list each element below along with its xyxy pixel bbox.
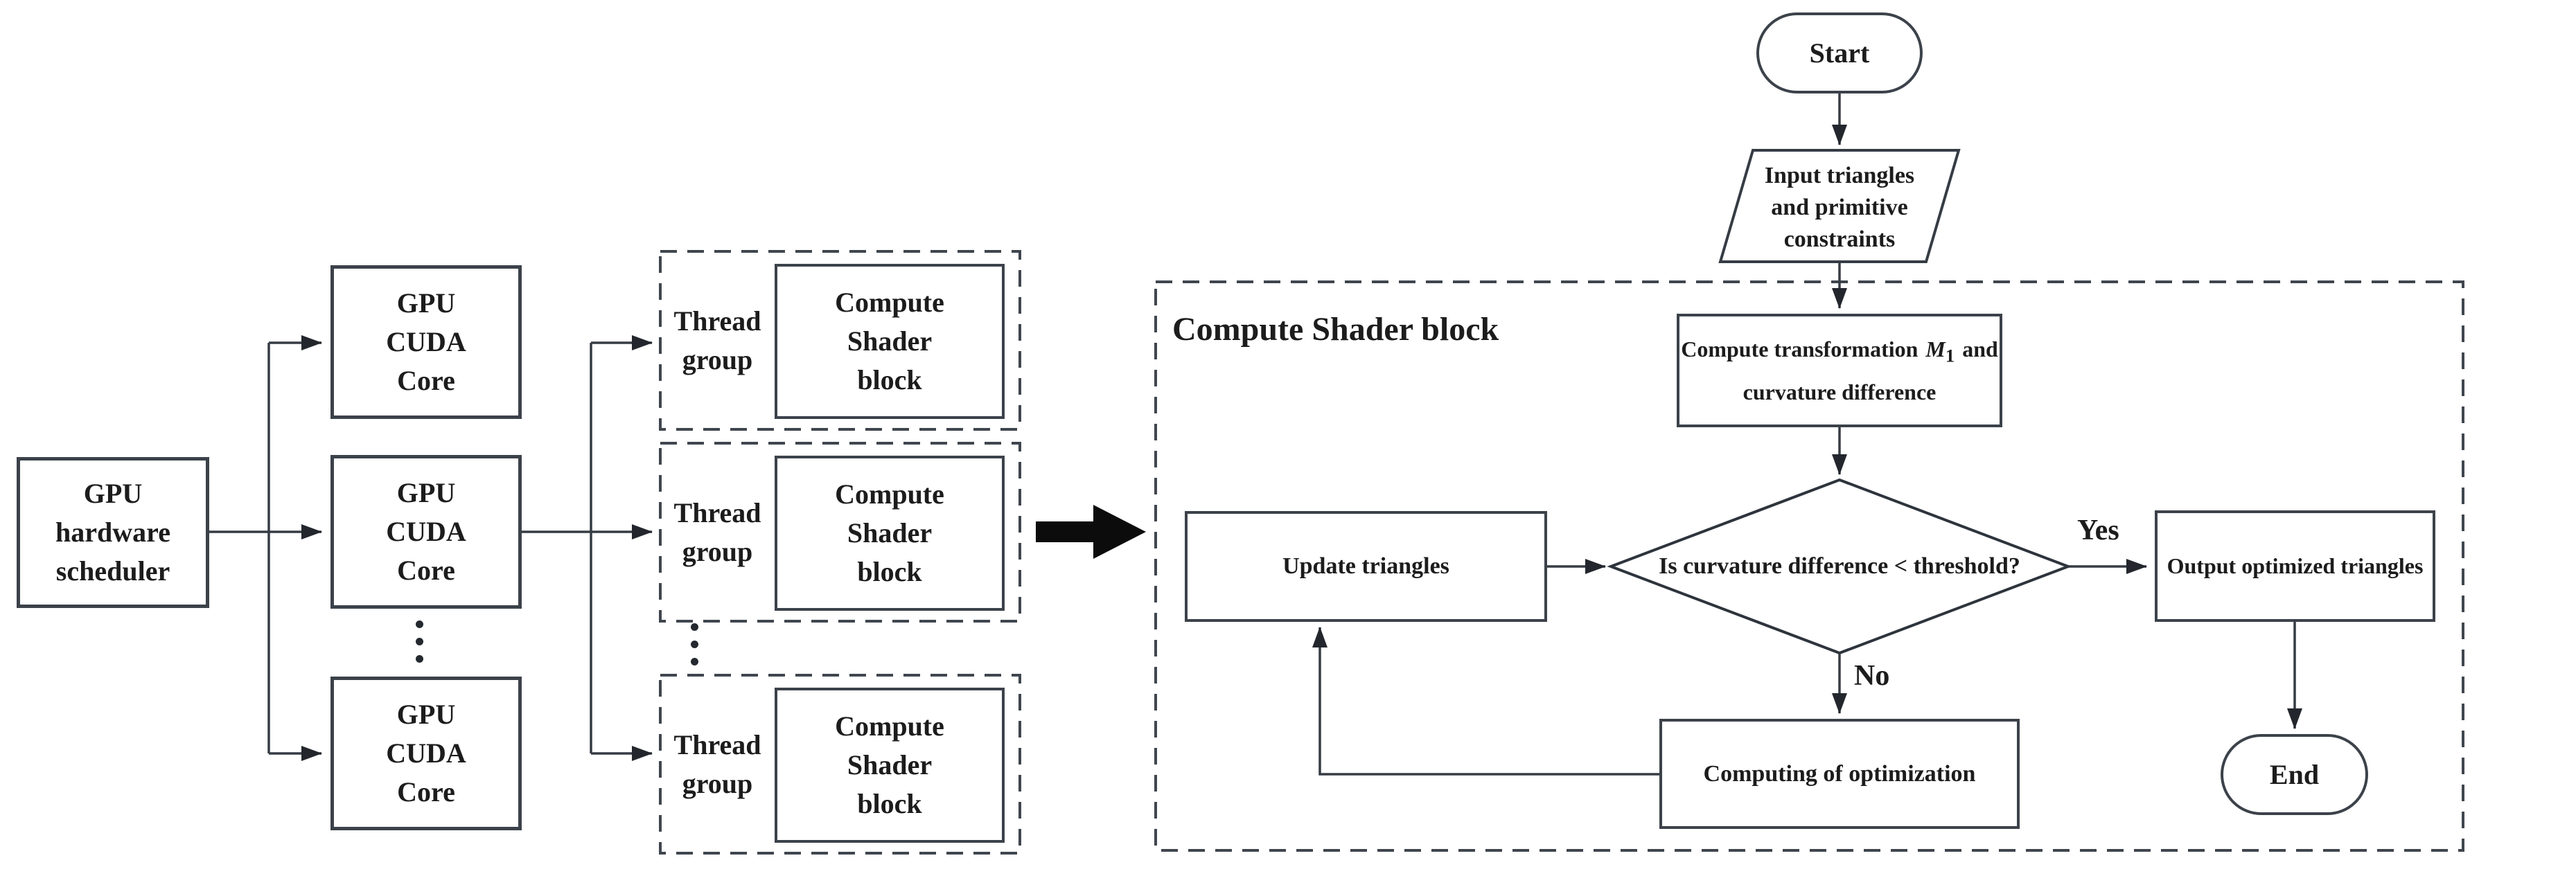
cuda-vertical-ellipsis-icon <box>416 620 423 663</box>
cuda-core-line: Core <box>397 776 455 807</box>
thread-group-label: Thread group <box>660 443 775 621</box>
no-branch-label: No <box>1854 660 1890 692</box>
math-var-m-subscript: 1 <box>1945 345 1955 366</box>
gpu-cuda-core-box-1: GPU CUDA Core <box>330 265 522 419</box>
input-line: constraints <box>1783 226 1896 252</box>
thread-group-3: Thread group Compute Shader block <box>660 675 1020 853</box>
gpu-cuda-core-box-3: GPU CUDA Core <box>330 677 522 830</box>
thread-group-line: group <box>682 767 753 799</box>
scheduler-line: GPU <box>83 478 143 509</box>
thread-group-line: group <box>682 343 753 375</box>
cuda-core-line: CUDA <box>386 516 466 547</box>
shader-block-line: Shader <box>847 517 933 548</box>
big-transition-arrow-icon <box>1036 505 1146 559</box>
shader-block-line: Compute <box>835 287 944 318</box>
update-triangles-box: Update triangles <box>1185 511 1547 622</box>
compute-line1-pre: Compute transformation <box>1681 337 1918 362</box>
cuda-core-line: CUDA <box>386 738 466 769</box>
start-node: Start <box>1756 12 1923 93</box>
cuda-core-line: CUDA <box>386 326 466 357</box>
cuda-core-line: GPU <box>396 699 456 730</box>
math-var-m: M <box>1925 337 1946 362</box>
end-node: End <box>2221 734 2368 815</box>
computing-of-optimization-box: Computing of optimization <box>1659 719 2020 829</box>
input-line: Input triangles <box>1764 163 1915 188</box>
compute-shader-container-label: Compute Shader block <box>1172 311 1499 348</box>
decision-question-text: Is curvature difference < threshold? <box>1659 553 2020 579</box>
update-triangles-label: Update triangles <box>1282 553 1449 579</box>
thread-group-line: group <box>682 535 753 567</box>
thread-group-line: Thread <box>673 728 761 760</box>
cuda-core-line: GPU <box>396 287 456 319</box>
thread-group-1: Thread group Compute Shader block <box>660 251 1020 429</box>
shader-block-line: block <box>857 788 922 819</box>
connector-computing-to-update-feedback <box>1312 627 1659 776</box>
shader-block-line: block <box>857 364 922 395</box>
gpu-hardware-scheduler-box: GPU hardware scheduler <box>17 457 209 608</box>
gpu-cuda-core-box-2: GPU CUDA Core <box>330 455 522 609</box>
thread-group-line: Thread <box>673 497 761 528</box>
input-line: and primitive <box>1771 195 1908 220</box>
compute-line1-post: and <box>1962 337 1998 362</box>
shader-block-line: block <box>857 556 922 587</box>
scheduler-line: scheduler <box>55 555 170 587</box>
compute-shader-block-box-2: Compute Shader block <box>775 456 1005 611</box>
compute-transformation-line2: curvature difference <box>1743 379 1937 404</box>
output-optimized-triangles-box: Output optimized triangles <box>2155 510 2435 622</box>
compute-transformation-line1: Compute transformation M1 and <box>1681 331 1998 373</box>
thread-group-label: Thread group <box>660 251 775 429</box>
output-optimized-label: Output optimized triangles <box>2167 553 2424 578</box>
input-node-text: Input triangles and primitive constraint… <box>1725 156 1954 260</box>
thread-group-line: Thread <box>673 305 761 337</box>
shader-block-line: Shader <box>847 325 933 357</box>
compute-transformation-box: Compute transformation M1 and curvature di… <box>1677 314 2002 427</box>
start-label: Start <box>1809 37 1870 69</box>
end-label: End <box>2269 759 2320 790</box>
cuda-core-line: Core <box>397 555 455 586</box>
cuda-core-line: GPU <box>396 477 456 508</box>
yes-branch-label: Yes <box>2077 515 2119 546</box>
compute-shader-block-box-1: Compute Shader block <box>775 264 1005 419</box>
thread-group-label: Thread group <box>660 675 775 853</box>
computing-optimization-label: Computing of optimization <box>1703 760 1976 787</box>
scheduler-line: hardware <box>55 517 170 548</box>
shader-block-line: Compute <box>835 710 944 742</box>
cuda-core-line: Core <box>397 365 455 396</box>
shader-block-line: Shader <box>847 749 933 780</box>
threadgroup-vertical-ellipsis-icon <box>691 623 698 665</box>
compute-shader-block-box-3: Compute Shader block <box>775 688 1005 843</box>
thread-group-2: Thread group Compute Shader block <box>660 443 1020 621</box>
shader-block-line: Compute <box>835 479 944 510</box>
